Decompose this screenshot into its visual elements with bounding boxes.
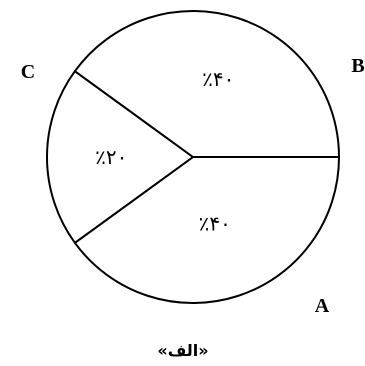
slice-value-label-b: ٪۲۰ (95, 145, 127, 169)
slice-value-label-c: ٪۴۰ (202, 67, 234, 91)
category-label-b: B (351, 55, 364, 77)
pie-slice-c (73, 9, 340, 158)
chart-caption: «الف» (157, 341, 208, 360)
slice-value-label-a: ٪۴۰ (199, 212, 231, 236)
pie-slice-labels: ٪۴۰ ٪۲۰ ٪۴۰ (95, 67, 234, 236)
category-label-c: C (21, 61, 35, 83)
pie-slice-a (73, 156, 340, 305)
pie-category-labels: A B C (21, 55, 365, 317)
pie-slice-b (46, 70, 194, 244)
pie-slices (46, 9, 340, 305)
category-label-a: A (315, 295, 330, 317)
